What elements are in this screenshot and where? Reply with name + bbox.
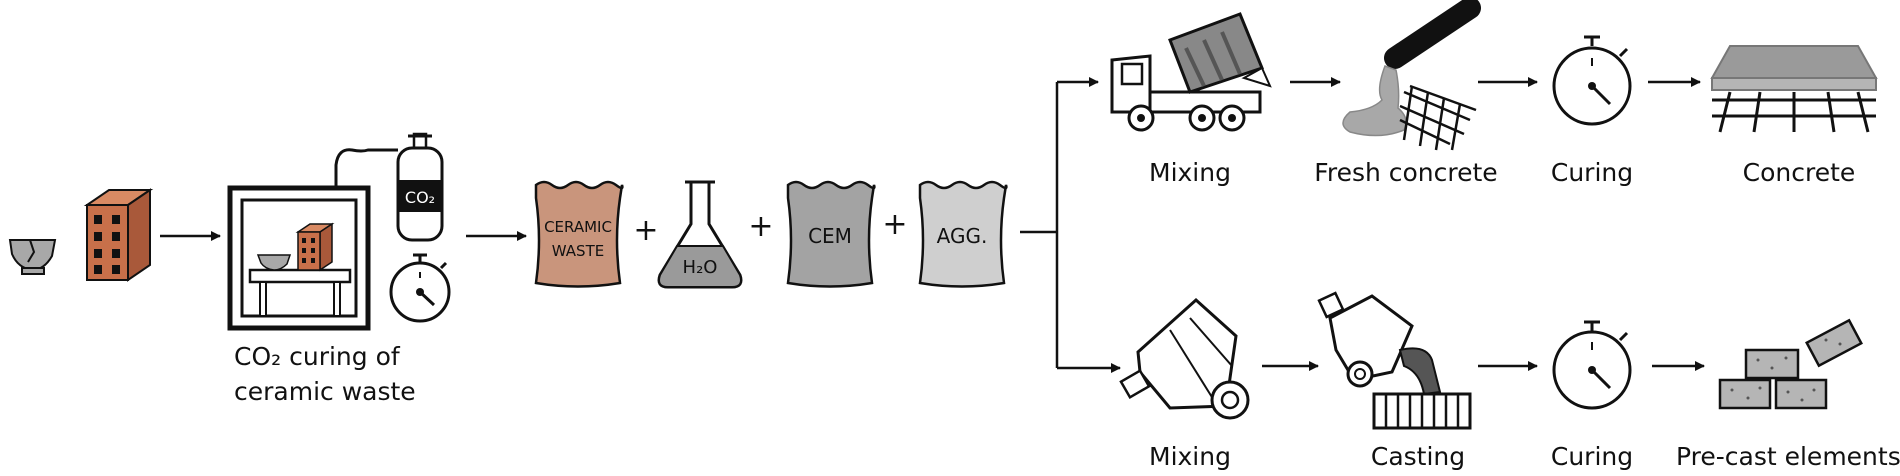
concrete-mixer-icon — [1119, 297, 1250, 420]
stopwatch-icon — [389, 253, 451, 323]
bottom-route-label-curing: Curing — [1550, 442, 1634, 471]
ceramic-waste-bag: CERAMIC WASTE — [534, 180, 624, 288]
plus-sign: + — [748, 209, 773, 244]
co2-curing-label-line1: CO₂ curing of — [234, 342, 400, 371]
plus-sign: + — [633, 213, 658, 248]
bottom-route-label-precast: Pre-cast elements — [1676, 442, 1900, 471]
co2-cylinder-label: CO₂ — [405, 188, 435, 207]
ceramic-bag-label-1: CERAMIC — [544, 218, 612, 236]
plus-sign: + — [882, 207, 907, 242]
brick-icon — [83, 188, 154, 282]
mixer-truck-icon — [1110, 12, 1272, 132]
top-route-label-mixing: Mixing — [1149, 158, 1231, 187]
split-connector — [1020, 77, 1121, 373]
flask-icon: H₂O — [657, 180, 743, 289]
flask-label: H₂O — [683, 257, 718, 278]
fresh-concrete-icon — [1342, 0, 1481, 151]
casting-icon — [1317, 291, 1472, 430]
curing-chamber-icon — [227, 148, 398, 331]
precast-blocks-icon — [1718, 318, 1863, 410]
bottom-route-label-mixing: Mixing — [1149, 442, 1231, 471]
co2-curing-label-line2: ceramic waste — [234, 377, 416, 406]
agg-bag-label: AGG. — [937, 224, 988, 248]
concrete-slab-icon — [1710, 45, 1878, 133]
top-route-label-concrete: Concrete — [1742, 158, 1856, 187]
broken-bowl-icon — [8, 239, 57, 275]
co2-cylinder-icon: CO₂ — [396, 132, 444, 242]
aggregate-bag: AGG. — [918, 180, 1008, 288]
stopwatch-icon — [1552, 320, 1632, 410]
top-route-label-fresh-concrete: Fresh concrete — [1314, 158, 1498, 187]
cem-bag-label: CEM — [808, 224, 852, 248]
cement-bag: CEM — [786, 180, 876, 288]
top-route-label-curing: Curing — [1550, 158, 1634, 187]
bottom-route-label-casting: Casting — [1370, 442, 1466, 471]
stopwatch-icon — [1552, 35, 1632, 126]
ceramic-bag-label-2: WASTE — [552, 242, 604, 260]
